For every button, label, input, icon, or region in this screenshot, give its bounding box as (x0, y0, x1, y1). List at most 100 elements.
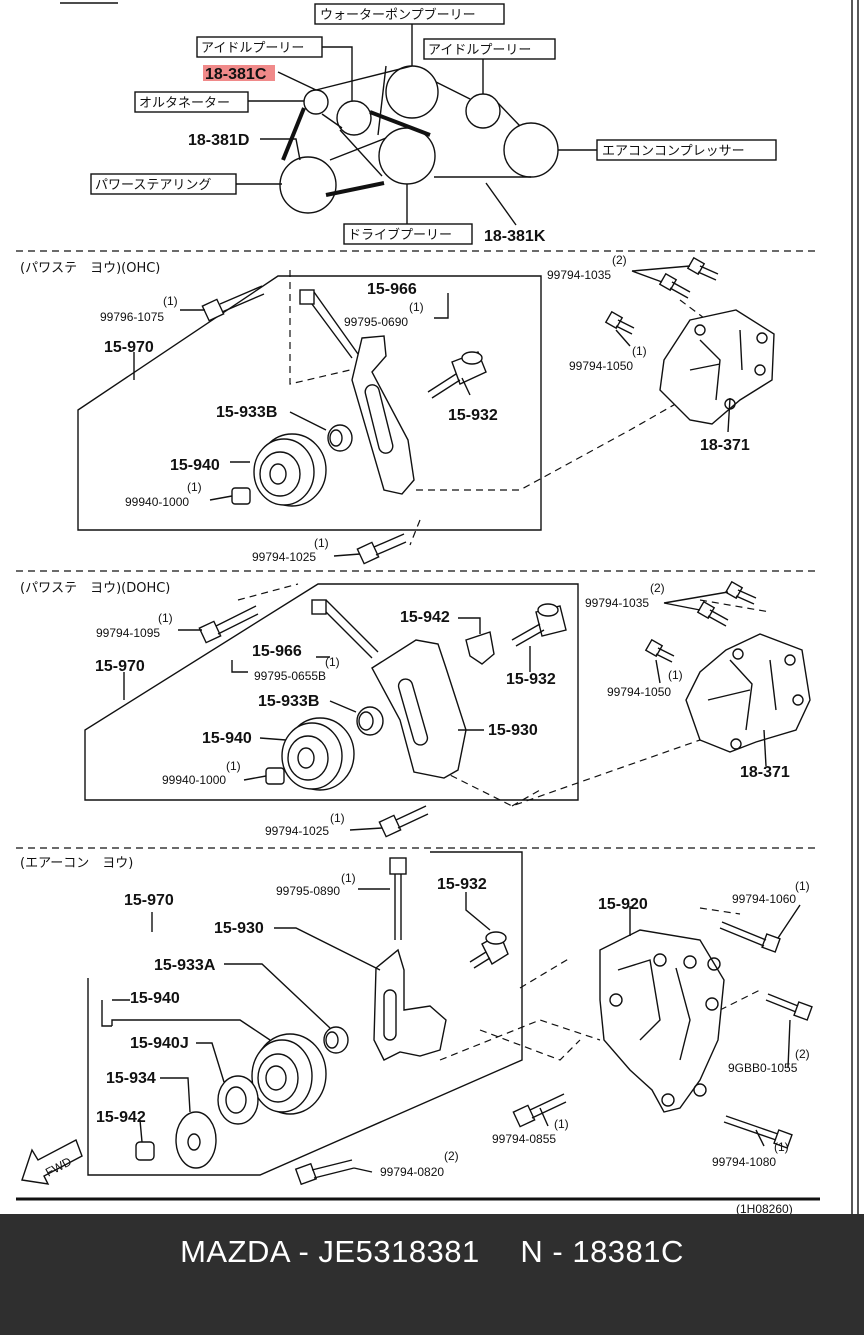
idler-pulley-right (465, 93, 501, 129)
s1-r2-qty: (1) (632, 344, 647, 358)
section1-title: (パワステ ヨウ)(OHC) (20, 261, 160, 276)
bolt-99794-1035-dohc-b (696, 600, 729, 627)
section2-title: (パワステ ヨウ)(DOHC) (20, 581, 170, 596)
idler-pulley-15-940-dohc (281, 717, 355, 791)
s3-r4: 99794-1080 (712, 1155, 776, 1169)
label-drive-pulley: ドライブプーリー (348, 227, 452, 243)
s3-pulley-j: 15-940J (130, 1035, 189, 1052)
s3-r3-qty: (1) (554, 1117, 569, 1131)
label-box-power-steering (90, 173, 237, 195)
engine-bracket-18-371-dohc (685, 633, 811, 753)
bolt-99794-0820 (294, 1159, 355, 1186)
drawing-id: (1H08260) (736, 1202, 793, 1214)
label-highlight-part: 18-381C (205, 66, 267, 83)
s2-bracket-eng: 18-371 (740, 764, 790, 781)
clip-15-942 (465, 631, 495, 665)
bolt-9GBB0-1055 (765, 993, 813, 1021)
water-pump-pulley (385, 65, 439, 119)
ac-bracket-15-920 (599, 929, 725, 1113)
s3-plate: 15-930 (214, 920, 264, 937)
s2-clip: 15-942 (400, 609, 450, 626)
spacer-15-934 (175, 1111, 217, 1169)
section1-frame (77, 275, 542, 531)
bolt-99794-1050 (604, 310, 635, 335)
s3-pin: 15-932 (437, 876, 487, 893)
section-aircon: (エアーコン ヨウ) (20, 851, 813, 1186)
s2-bracket: 15-970 (95, 658, 145, 675)
s1-nut: 99940-1000 (125, 495, 189, 509)
s1-rod: 15-966 (367, 281, 417, 298)
s2-r1: 99794-1035 (585, 596, 649, 610)
s3-r1: 99794-1060 (732, 892, 796, 906)
s3-bracket: 15-970 (124, 892, 174, 909)
s3-bolt-qty: (1) (341, 871, 356, 885)
parts-diagram: ウォーターポンプブーリー アイドルプーリー アイドルプーリー オルタネーター エ… (16, 0, 859, 1214)
s2-b1: 99794-1095 (96, 626, 160, 640)
section3-frame (87, 851, 523, 1176)
s1-r1: 99794-1035 (547, 268, 611, 282)
label-box-idler-right (423, 38, 556, 60)
fwd-arrow-icon (21, 1139, 83, 1185)
section-dohc: (パワステ ヨウ)(DOHC) (20, 580, 811, 838)
idler-pulley-left (336, 100, 372, 136)
bolt-99794-0855 (512, 1093, 567, 1128)
part-number-banner: MAZDA - JE5318381 N - 18381C (0, 1214, 864, 1335)
label-ac-compressor: エアコンコンプレッサー (602, 144, 745, 159)
s3-r1-qty: (1) (795, 879, 810, 893)
s1-bb: 99794-1025 (252, 550, 316, 564)
belt-18-381C (369, 110, 431, 137)
bearing-15-940J (217, 1075, 259, 1125)
s2-pin: 15-932 (506, 671, 556, 688)
s1-rod-bolt: 99795-0690 (344, 315, 408, 329)
s1-r2: 99794-1050 (569, 359, 633, 373)
s1-b1-qty: (1) (163, 294, 178, 308)
bolt-99794-1060 (719, 921, 781, 953)
s2-r2-qty: (1) (668, 668, 683, 682)
s2-bush: 15-933B (258, 693, 319, 710)
s3-pulley: 15-940 (130, 990, 180, 1007)
bolt-99796-1075 (201, 285, 265, 322)
highlight-box (203, 65, 275, 81)
section2-frame (84, 583, 579, 801)
idler-pulley-15-940-ac (251, 1033, 327, 1115)
s2-nut: 99940-1000 (162, 773, 226, 787)
s2-rod-qty: (1) (325, 655, 340, 669)
label-box-alternator (134, 91, 249, 113)
s3-nut: 15-942 (96, 1109, 146, 1126)
label-alternator: オルタネーター (139, 96, 230, 111)
idler-pulley-15-940 (253, 433, 327, 507)
s2-rod: 15-966 (252, 643, 302, 660)
label-box-water-pump (314, 3, 505, 25)
label-box-ac-compressor (596, 139, 777, 161)
s2-nut-qty: (1) (226, 759, 241, 773)
label-water-pump: ウォーターポンプブーリー (320, 7, 476, 23)
s2-rod-bolt: 99795-0655B (254, 669, 326, 683)
nut-15-942 (135, 1141, 155, 1161)
engine-bracket-18-371 (659, 309, 775, 425)
s3-bracket-ac: 15-920 (598, 896, 648, 913)
s2-bb: 99794-1025 (265, 824, 329, 838)
bolt-99794-1035-b (658, 272, 691, 299)
label-box-drive-pulley (343, 223, 473, 245)
alternator-pulley (303, 89, 329, 115)
drive-pulley (378, 127, 436, 185)
power-steering-pulley (279, 156, 337, 214)
section-ohc: (パワステ ヨウ)(OHC) (20, 253, 775, 565)
s3-r4-qty: (1) (774, 1140, 789, 1154)
s2-r2: 99794-1050 (607, 685, 671, 699)
s2-b1-qty: (1) (158, 611, 173, 625)
bolt-99795-0890 (389, 857, 407, 875)
section3-title: (エアーコン ヨウ) (20, 856, 133, 871)
label-power-steering: パワーステアリング (95, 178, 211, 193)
nut-99940-1000-dohc (265, 767, 285, 785)
part-number-text: MAZDA - JE5318381 N - 18381C (180, 1234, 684, 1269)
s3-r3: 99794-0855 (492, 1132, 556, 1146)
belt-18-381D (281, 107, 306, 161)
bolt-99794-1035-dohc-a (724, 580, 757, 605)
label-box-idler-left (196, 36, 323, 58)
s1-pin: 15-932 (448, 407, 498, 424)
s2-plate: 15-930 (488, 722, 538, 739)
s3-r2-qty: (2) (795, 1047, 810, 1061)
label-idler-right: アイドルプーリー (428, 43, 531, 58)
bolt-99794-1080 (723, 1115, 793, 1149)
